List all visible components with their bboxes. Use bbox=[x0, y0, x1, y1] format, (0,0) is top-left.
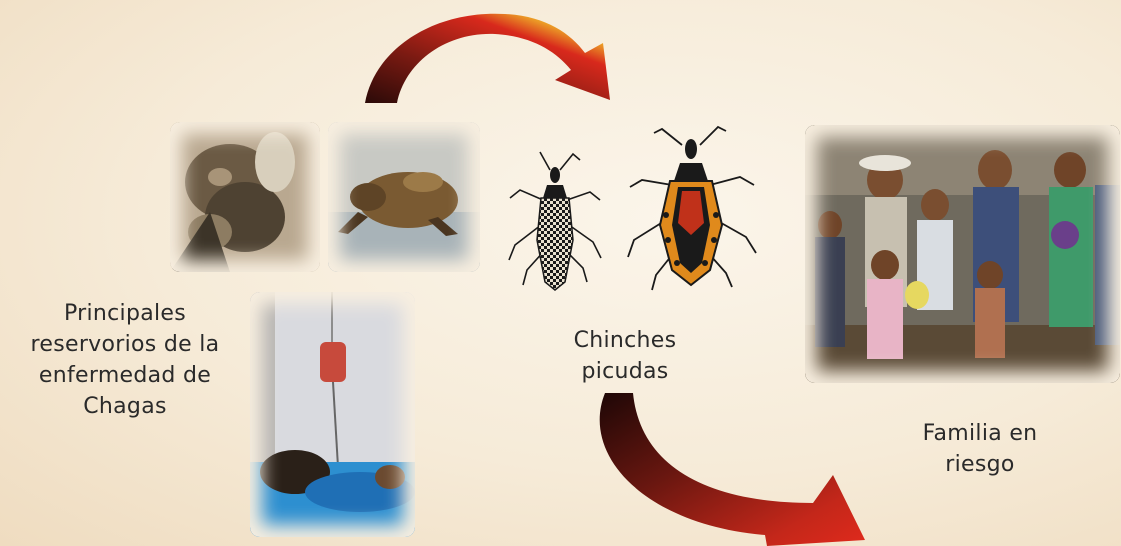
family-label-line-2: riesgo bbox=[880, 449, 1080, 480]
reservoirs-label-line-1: Principales bbox=[0, 298, 250, 329]
bottom-curved-arrow bbox=[585, 385, 870, 546]
kissing-bug-checkered-icon bbox=[505, 150, 605, 295]
reservoirs-label-line-3: enfermedad de bbox=[0, 360, 250, 391]
family-label-line-1: Familia en bbox=[880, 418, 1080, 449]
armadillo-photo bbox=[328, 122, 480, 272]
reservoirs-label: Principales reservorios de la enfermedad… bbox=[0, 298, 250, 422]
top-curved-arrow bbox=[355, 8, 625, 108]
reservoirs-label-line-2: reservorios de la bbox=[0, 329, 250, 360]
patient-photo bbox=[250, 292, 415, 537]
kissing-bug-orange-icon bbox=[622, 125, 762, 295]
opossum-photo bbox=[170, 122, 320, 272]
bugs-label-line-2: picudas bbox=[545, 356, 705, 387]
bugs-label: Chinches picudas bbox=[545, 325, 705, 387]
bugs-label-line-1: Chinches bbox=[545, 325, 705, 356]
family-photo bbox=[805, 125, 1120, 383]
reservoirs-label-line-4: Chagas bbox=[0, 391, 250, 422]
family-label: Familia en riesgo bbox=[880, 418, 1080, 480]
